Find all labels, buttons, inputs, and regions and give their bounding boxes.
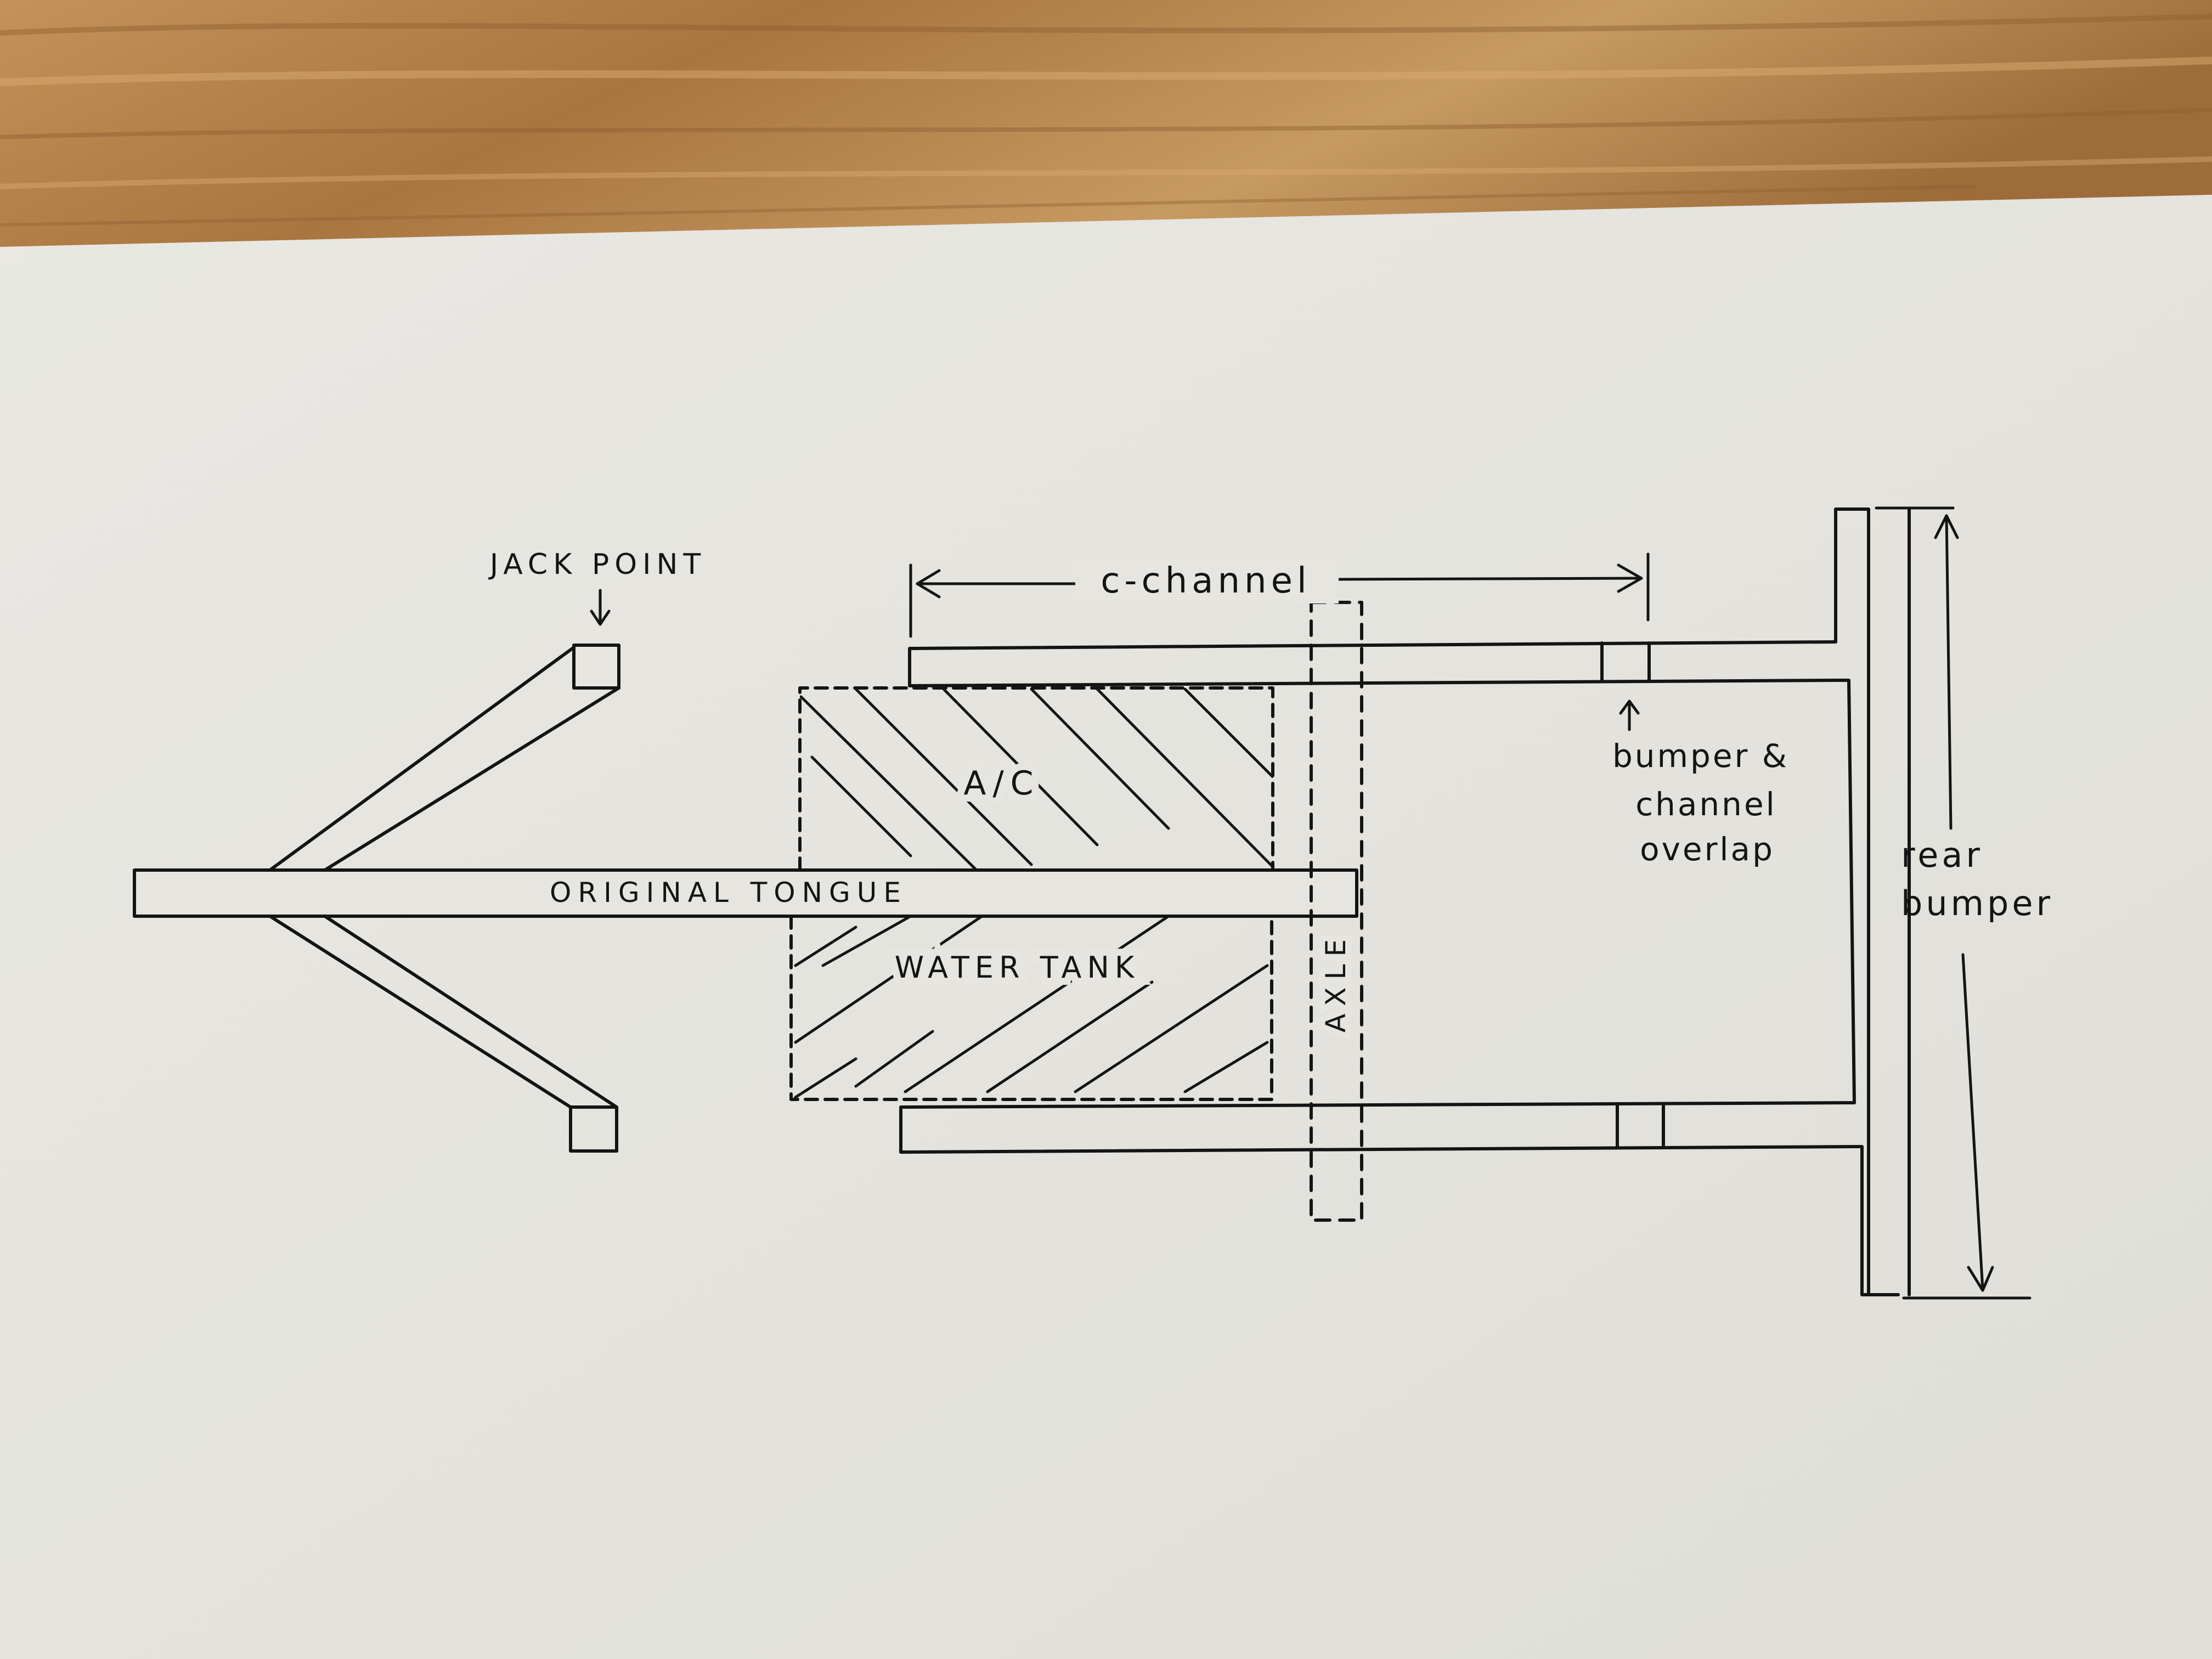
jack-point-bottom-square: [569, 1105, 618, 1153]
jack-point-pointer: [590, 589, 611, 626]
rear-bumper-bar: [1834, 507, 1911, 1296]
c-channel-label: c-channel: [1101, 561, 1311, 601]
labels: JACK POINT c-channel A/C ORIGINAL TONGUE…: [488, 548, 2053, 1039]
rear-bumper-dimension: [1875, 506, 2032, 1300]
trailer-frame-drawing: [133, 506, 2032, 1300]
water-tank-region: [789, 915, 1273, 1101]
bumper-overlap-label-line2: channel: [1635, 786, 1777, 823]
bumper-overlap-label-line1: bumper &: [1612, 737, 1789, 775]
overlap-pointer: [1619, 699, 1640, 731]
rear-bumper-label-line1: rear: [1901, 835, 1983, 875]
a-frame-lower-rail: [268, 915, 618, 1109]
axle-label: AXLE: [1320, 932, 1352, 1032]
bumper-overlap-label-line3: overlap: [1640, 831, 1775, 868]
water-tank-label: WATER TANK: [895, 950, 1140, 985]
a-frame-upper-rail: [268, 646, 620, 872]
original-tongue-bar: [133, 868, 1358, 918]
wood-table: [0, 0, 2212, 247]
original-tongue-label: ORIGINAL TONGUE: [550, 877, 907, 909]
jack-point-top-square: [572, 644, 620, 690]
lower-c-channel: [899, 1101, 1856, 1154]
c-channel-dimension: [909, 552, 1650, 638]
upper-c-channel: [908, 640, 1837, 687]
rear-bumper-label-line2: bumper: [1901, 883, 2053, 923]
ac-label: A/C: [963, 764, 1040, 803]
jack-point-label: JACK POINT: [488, 548, 706, 581]
ac-region: [798, 686, 1274, 872]
c-channel-label-gap: [1075, 560, 1339, 603]
paper-sheet: [0, 195, 2212, 1659]
